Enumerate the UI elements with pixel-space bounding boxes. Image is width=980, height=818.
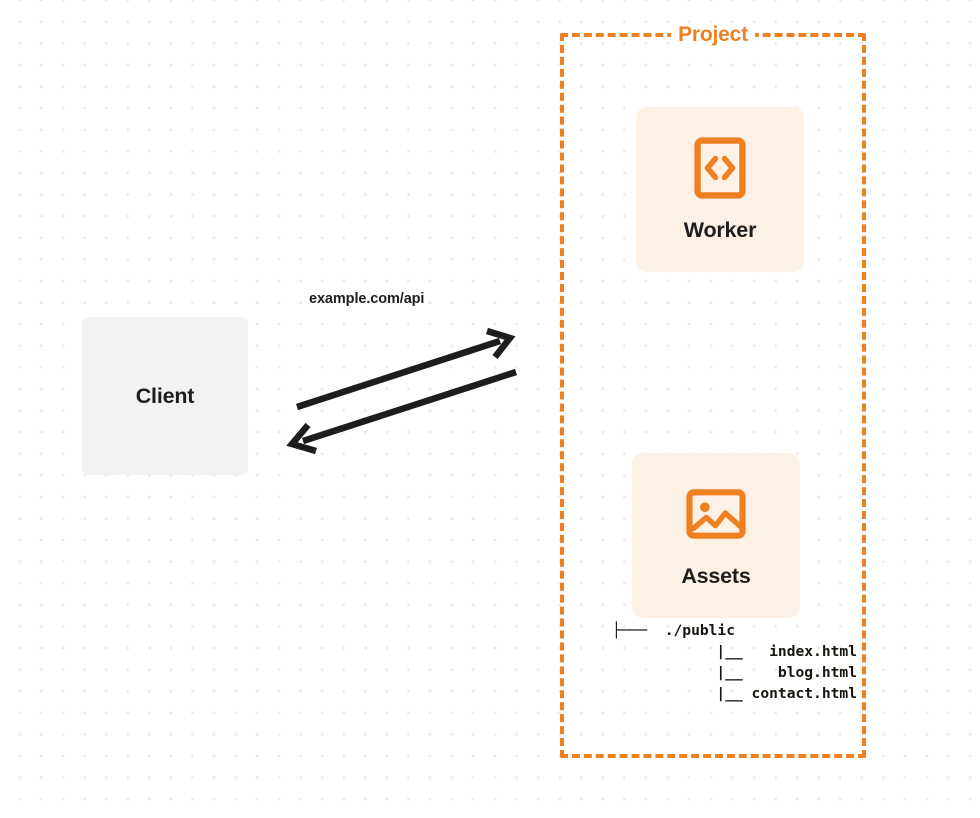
response-arrow	[286, 368, 518, 455]
assets-card[interactable]: Assets	[632, 453, 800, 618]
file-tree-row: |__ index.html	[716, 643, 857, 660]
client-node-label: Client	[135, 383, 195, 408]
project-group: Project Worker Assets	[560, 24, 866, 758]
request-arrow	[295, 327, 516, 411]
code-brackets-icon	[690, 136, 750, 200]
file-tree-row: ├─── ./public	[612, 622, 736, 639]
connector-label: example.com/api	[309, 291, 425, 307]
image-icon	[686, 482, 746, 546]
assets-card-label: Assets	[681, 564, 751, 588]
worker-card[interactable]: Worker	[636, 107, 804, 272]
file-tree-row: |__ blog.html	[716, 664, 857, 681]
file-tree-row: |__ contact.html	[716, 685, 857, 702]
worker-card-label: Worker	[683, 218, 757, 242]
assets-file-tree: ├─── ./public |__ index.html |__ blog.ht…	[612, 620, 857, 704]
project-group-title: Project	[671, 24, 755, 45]
client-node[interactable]: Client	[82, 317, 248, 475]
